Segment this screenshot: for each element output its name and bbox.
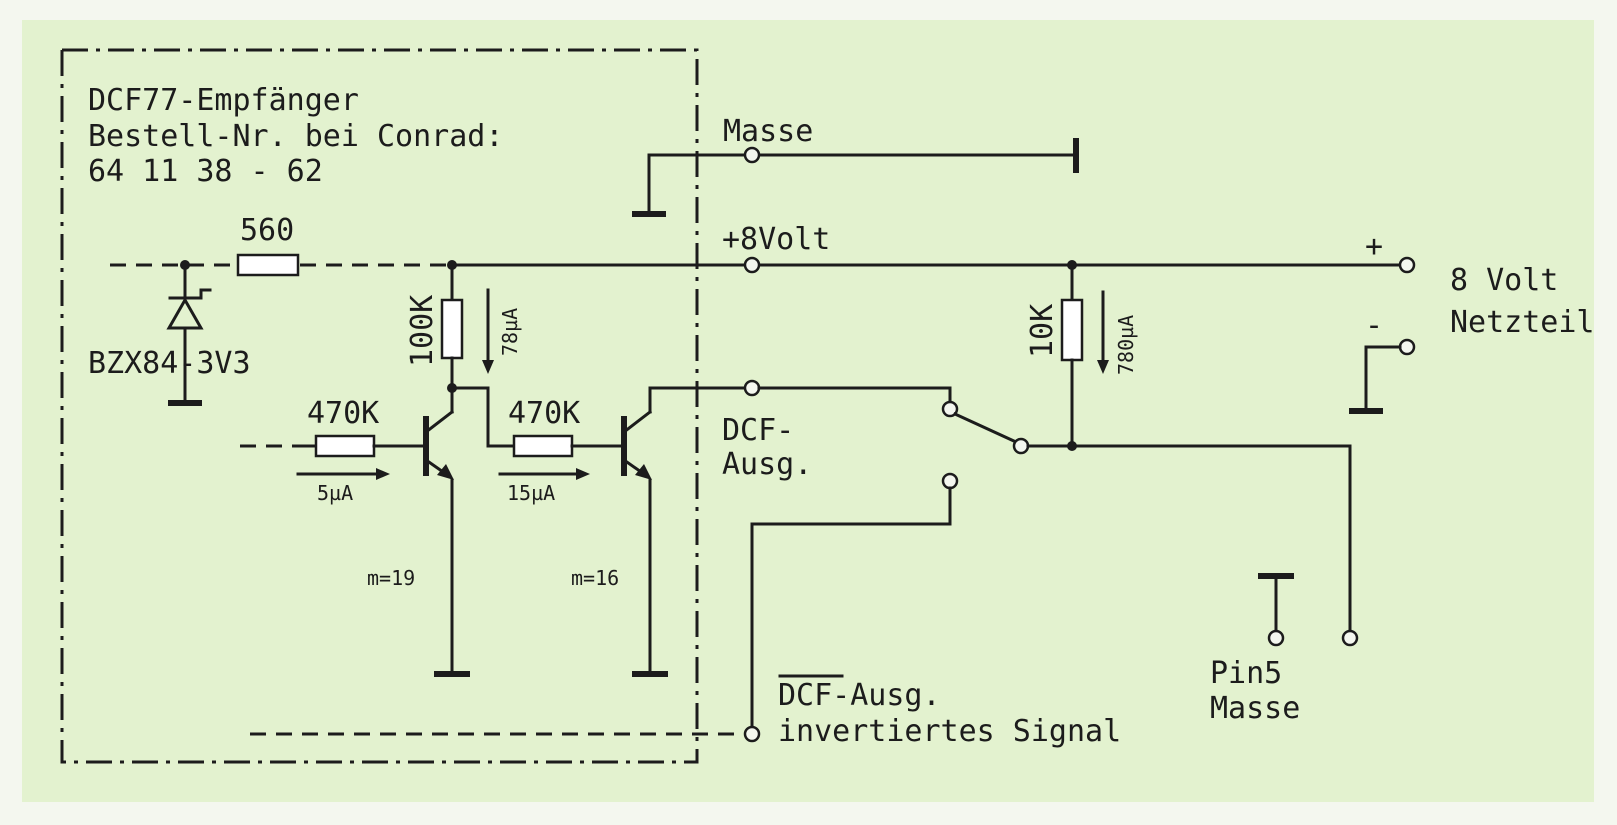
resistor-470k-1 [314,434,376,458]
resistor-470k-2 [512,434,574,458]
supply-minus-ground [1349,338,1416,414]
inverted-output-label-1: DCF-Ausg. [778,678,941,713]
supply-label-2: Netzteil [1450,305,1595,340]
output-wire [1026,444,1352,632]
supply-plus-terminal [1398,256,1416,274]
masse-label: Masse [723,114,813,149]
receiver-boundary [60,48,699,764]
order-number: 64 11 38 - 62 [88,154,323,189]
resistor-560 [236,253,300,277]
transistor-2 [570,386,747,677]
current-arrow-78 [482,288,494,374]
plus8v-terminal [743,256,761,274]
masse-net [632,138,1079,217]
dcf-output-terminal [743,379,761,397]
current-78-label: 78µA [498,308,522,356]
supply-minus-sign: - [1365,308,1383,343]
resistor-10k [1060,263,1084,451]
supply-label-1: 8 Volt [1450,263,1558,298]
inverted-output-terminal [743,725,761,743]
current-5-label: 5µA [317,481,353,505]
plus8v-rail [110,253,1416,277]
dcf-output-label-2: Ausg. [722,447,812,482]
order-line: Bestell-Nr. bei Conrad: [88,119,503,154]
gain-2-label: m=16 [571,566,619,590]
pin5-ground [1258,573,1294,647]
diagram-panel [22,20,1594,802]
current-780-label: 780µA [1114,315,1138,375]
resistor-560-label: 560 [240,213,294,248]
inverted-output-label-2: invertiertes Signal [778,714,1121,749]
pin5-label-2: Masse [1210,691,1300,726]
resistor-10k-label: 10K [1025,304,1060,358]
plus8v-label: +8Volt [722,222,830,257]
resistor-470k-1-label: 470K [307,396,379,431]
current-arrow-15 [498,468,590,480]
receiver-title: DCF77-Empfänger [88,83,359,118]
transistor-1 [372,386,470,677]
resistor-470k-2-label: 470K [508,396,580,431]
masse-terminal [743,146,761,164]
interstage-wire [450,386,516,448]
gain-1-label: m=19 [367,566,415,590]
zener-diode [166,263,212,406]
current-arrow-780 [1097,290,1109,374]
resistor-100k-label: 100K [405,295,440,367]
current-arrow-5 [296,468,390,480]
zener-label: BZX84-3V3 [88,346,251,381]
dcf-output-label-1: DCF- [722,413,794,448]
pin5-label-1: Pin5 [1210,656,1282,691]
current-15-label: 15µA [507,481,555,505]
output-pin-terminal [1341,629,1359,647]
supply-plus-sign: + [1365,229,1383,264]
